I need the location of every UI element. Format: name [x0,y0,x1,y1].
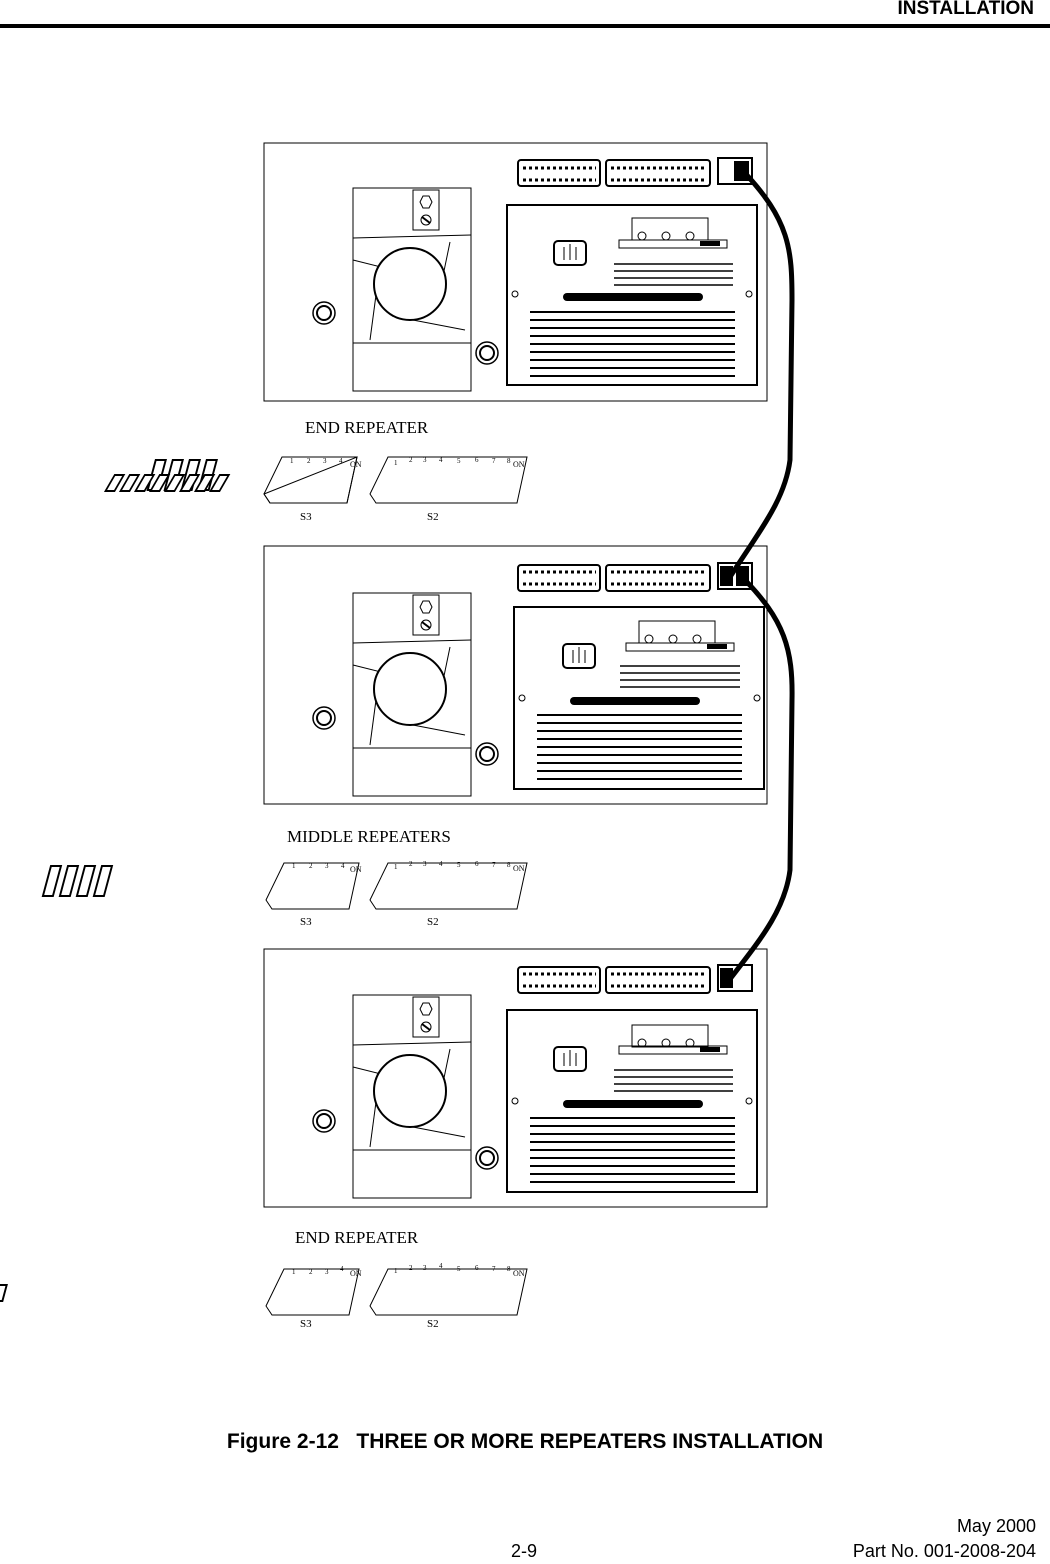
dip-switch-s3: 1 2 3 4 ON S3 [41,862,362,928]
switch-number: 6 [475,860,479,868]
connector-block-right [605,966,711,994]
on-label: ON [350,460,362,469]
switch-number: 1 [292,1268,296,1276]
switch-name: S2 [427,511,439,523]
footer-page-number: 2-9 [511,1541,538,1561]
dip-switch-s2: 1 2 3 4 5 6 7 8 ON S2 [369,1262,528,1330]
switch-number: 8 [507,861,511,869]
switch-number: 6 [475,1264,479,1272]
page-header-title: INSTALLATION [897,0,1035,19]
dip-switch-s2: 1 2 3 4 5 6 7 8 ON S2 [103,456,528,523]
switch-number: 2 [309,1268,313,1276]
switch-number: 4 [339,457,343,465]
dip-switch-s3: 1 2 3 4 ON S3 [0,1265,362,1330]
power-supply [506,1009,758,1193]
switch-number: 3 [325,1268,329,1276]
switch-number: 4 [341,862,345,870]
on-label: ON [350,1269,362,1278]
switch-number: 3 [423,860,427,868]
switch-number: 3 [423,456,427,464]
switch-number: 1 [394,863,398,871]
mounting-knob [475,341,499,365]
mounting-knob [475,1146,499,1170]
repeater-label: END REPEATER [295,1228,419,1247]
footer-part-number: Part No. 001-2008-204 [852,1541,1036,1561]
switch-number: 1 [290,457,294,465]
figure-caption: Figure 2-12 THREE OR MORE REPEATERS INST… [226,1430,824,1453]
switch-number: 6 [475,456,479,464]
connector-block-left [517,966,601,994]
dip-switch-s2: 1 2 3 4 5 6 7 8 ON S2 [369,860,528,928]
dip-switch-s3: 1 2 3 4 ON S3 [146,456,362,523]
switch-number: 5 [457,457,461,465]
cable-top-to-middle [727,168,795,579]
switch-name: S2 [427,916,439,928]
switch-number: 4 [439,1262,443,1270]
switch-number: 2 [309,862,313,870]
on-label: ON [513,864,525,873]
repeater-unit-1: END REPEATER 1 2 3 4 ON S3 [103,142,768,523]
switch-number: 7 [492,1265,496,1273]
mounting-knob [312,1109,336,1133]
switch-number: 5 [457,861,461,869]
repeater-installation-figure: END REPEATER 1 2 3 4 ON S3 [0,142,795,1330]
repeater-unit-2: MIDDLE REPEATERS 1 2 3 4 ON S3 [41,545,768,928]
switch-name: S2 [427,1318,439,1330]
connector-block-right [605,159,711,187]
on-label: ON [513,1269,525,1278]
connector-block-left [517,159,601,187]
switch-number: 1 [394,459,398,467]
switch-number: 5 [457,1265,461,1273]
switch-number: 3 [325,862,329,870]
switch-number: 2 [409,860,413,868]
switch-name: S3 [300,916,312,928]
switch-number: 1 [394,1267,398,1275]
power-supply [513,606,765,790]
mounting-knob [312,301,336,325]
switch-number: 2 [307,457,311,465]
switch-name: S3 [300,511,312,523]
fan-panel [352,994,472,1199]
switch-name: S3 [300,1318,312,1330]
on-label: ON [513,460,525,469]
switch-number: 7 [492,457,496,465]
switch-number: 2 [409,1264,413,1272]
switch-number: 7 [492,861,496,869]
cable-jack [717,964,753,992]
header-rule [0,24,1050,28]
switch-number: 8 [507,457,511,465]
switch-number: 3 [323,457,327,465]
switch-number: 8 [507,1265,511,1273]
switch-number: 4 [340,1265,344,1273]
footer-date: May 2000 [956,1516,1036,1536]
power-supply [506,204,758,386]
switch-number: 4 [439,860,443,868]
repeater-unit-3: END REPEATER 1 2 3 4 ON S3 [0,948,768,1330]
switch-number: 3 [423,1264,427,1272]
mounting-knob [312,706,336,730]
repeater-label: MIDDLE REPEATERS [287,827,451,846]
fan-panel [352,187,472,392]
repeater-label: END REPEATER [305,418,429,437]
fan-panel [352,592,472,797]
on-label: ON [350,865,362,874]
mounting-knob [475,742,499,766]
cable-jack [717,157,753,185]
cable-middle-to-bottom [728,575,795,981]
connector-block-left [517,564,601,592]
switch-number: 4 [439,456,443,464]
switch-number: 2 [409,456,413,464]
switch-number: 1 [292,862,296,870]
connector-block-right [605,564,711,592]
